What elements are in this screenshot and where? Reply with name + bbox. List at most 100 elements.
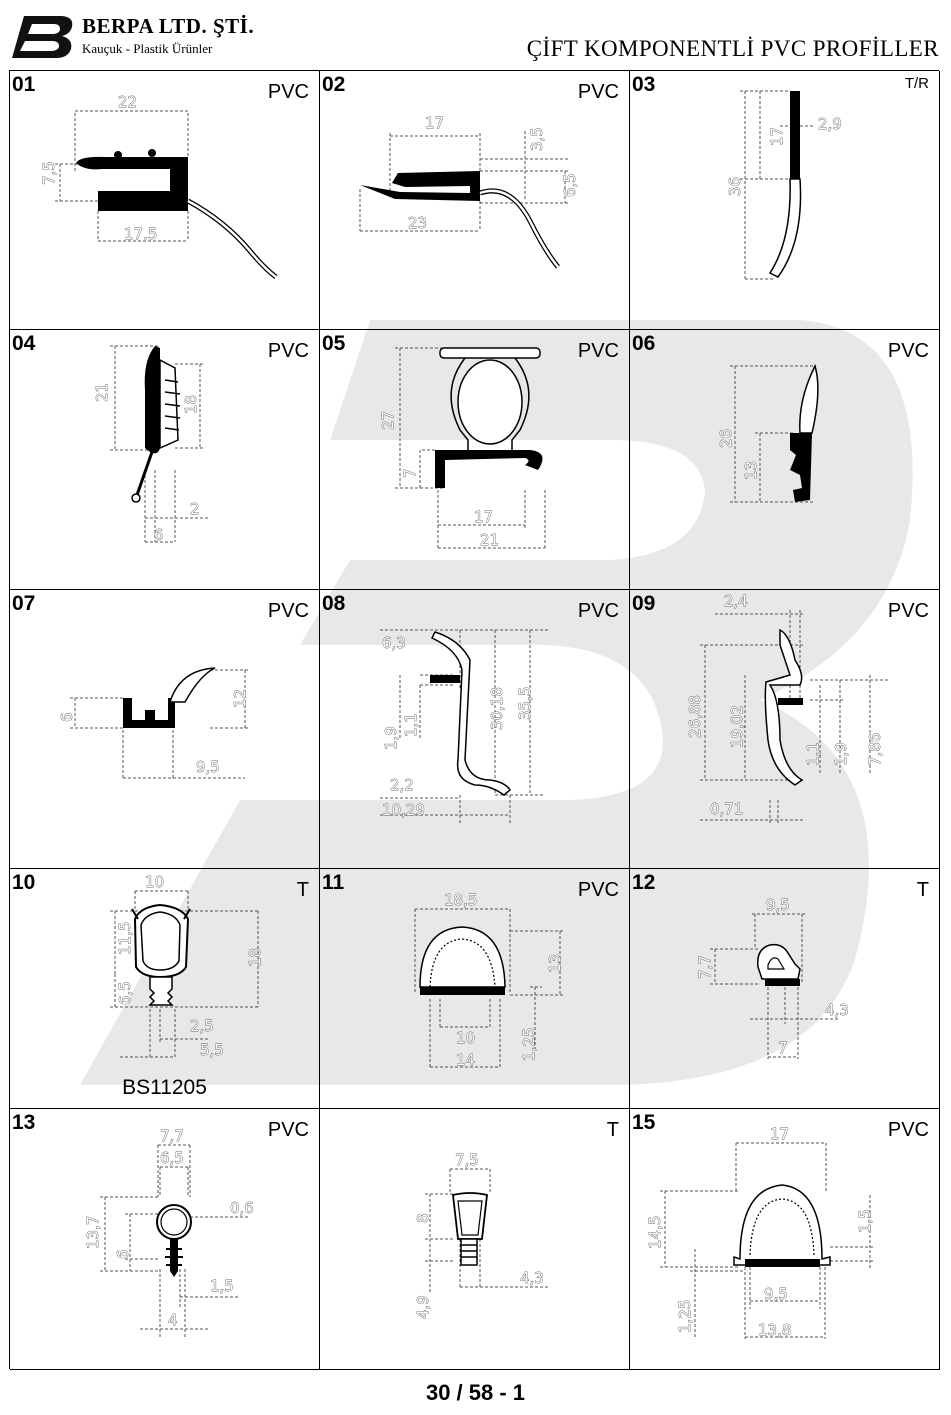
profile-cell: 10 T BS11205 10 11,5 18 6,5 2,5 5,5 xyxy=(10,869,320,1109)
profile-number: 04 xyxy=(12,332,36,355)
dimension-label: 2,9 xyxy=(818,115,842,133)
dimension-label: 1,25 xyxy=(520,1028,538,1061)
dimension-label: 2,4 xyxy=(724,592,748,610)
dimension-label: 4,9 xyxy=(414,1295,432,1319)
profile-cell: 05 PVC 27 7 17 21 xyxy=(320,330,630,590)
profile-material: PVC xyxy=(267,81,309,103)
profile-material: T xyxy=(916,879,929,901)
dimension-label: 4,3 xyxy=(825,1001,849,1019)
profile-number: 09 xyxy=(632,592,656,615)
profile-cell: 06 PVC 26 13 xyxy=(630,330,940,590)
profile-material: PVC xyxy=(267,600,309,622)
profile-number: 06 xyxy=(632,332,656,355)
profile-drawing: 9,5 7,7 4,3 7 xyxy=(696,896,849,1059)
company-subtitle: Kauçuk - Plastik Ürünler xyxy=(82,41,213,56)
dimension-label: 6 xyxy=(58,712,76,722)
dimension-label: 26 xyxy=(717,429,735,448)
profile-cell: 04 PVC 21 18 2 6 xyxy=(10,330,320,590)
dimension-label: 4 xyxy=(168,1311,178,1329)
dimension-label: 6 xyxy=(114,1249,132,1259)
profile-material: T xyxy=(606,1119,619,1141)
dimension-label: 3,5 xyxy=(528,127,546,151)
dimension-label: 14,5 xyxy=(646,1216,664,1249)
profile-number: 10 xyxy=(12,871,36,894)
dimension-label: 7,5 xyxy=(455,1151,479,1169)
profile-material: PVC xyxy=(267,340,309,362)
profile-drawing: 17 3,5 6,5 23 xyxy=(359,114,579,269)
profile-cell: 07 PVC 6 12 9,5 xyxy=(10,590,320,869)
dimension-label: 11,5 xyxy=(116,922,134,955)
profile-cell: 03 T/R 2,9 17 36 xyxy=(630,71,940,330)
profile-number: 15 xyxy=(632,1111,656,1134)
profile-caption: BS11205 xyxy=(122,1076,207,1099)
profile-material: PVC xyxy=(887,1119,929,1141)
dimension-label: 7,7 xyxy=(160,1127,184,1145)
dimension-label: 10,29 xyxy=(382,801,425,819)
dimension-label: 23 xyxy=(408,214,427,232)
profile-drawing: 21 18 2 6 xyxy=(93,345,210,544)
profile-material: PVC xyxy=(887,340,929,362)
dimension-label: 2,5 xyxy=(190,1017,214,1035)
dimension-label: 27 xyxy=(379,411,397,430)
profile-number: 03 xyxy=(632,73,656,96)
profile-drawing: 26 13 xyxy=(717,363,819,503)
profile-number: 12 xyxy=(632,871,656,894)
profile-cell: 12 T 9,5 7,7 4,3 7 xyxy=(630,869,940,1109)
profile-cell: 09 PVC 2,4 26,88 19,02 1,1 1,9 7,86 0,71 xyxy=(630,590,940,869)
profile-material: PVC xyxy=(267,1119,309,1141)
profile-drawing: 18,5 13 10 1,25 14 xyxy=(414,891,565,1069)
dimension-label: 22 xyxy=(118,93,137,111)
dimension-label: 13,7 xyxy=(84,1216,102,1249)
dimension-label: 6,5 xyxy=(160,1149,184,1167)
dimension-label: 1,9 xyxy=(382,726,400,750)
page-title: ÇİFT KOMPONENTLİ PVC PROFİLLER xyxy=(526,36,939,61)
profile-number: 08 xyxy=(322,592,346,615)
dimension-label: 12 xyxy=(231,689,249,708)
profile-drawing: 10 11,5 18 6,5 2,5 5,5 xyxy=(110,873,264,1059)
profile-number: 13 xyxy=(12,1111,36,1134)
dimension-label: 1,1 xyxy=(402,713,420,737)
profile-cell: 13 PVC 7,7 6,5 0,6 13,7 6 1,5 4 xyxy=(10,1109,320,1370)
profile-drawing: 2,4 26,88 19,02 1,1 1,9 7,86 0,71 xyxy=(686,592,890,825)
profile-number: 02 xyxy=(322,73,346,96)
dimension-label: 36 xyxy=(726,177,744,196)
dimension-label: 1,25 xyxy=(676,1300,694,1333)
dimension-label: 13,8 xyxy=(758,1321,791,1339)
profile-cell: T 7,5 8 4,3 4,9 xyxy=(320,1109,630,1370)
profile-material: T/R xyxy=(904,75,929,92)
dimension-label: 2,2 xyxy=(390,776,414,794)
dimension-label: 7 xyxy=(778,1039,788,1057)
dimension-label: 0,71 xyxy=(710,800,743,818)
profile-number: 05 xyxy=(322,332,346,355)
dimension-label: 1,9 xyxy=(832,742,850,766)
dimension-label: 9,5 xyxy=(766,896,790,914)
dimension-label: 7 xyxy=(401,468,419,478)
profile-cell: 11 PVC 18,5 13 10 1,25 14 xyxy=(320,869,630,1109)
dimension-label: 2 xyxy=(190,500,200,518)
dimension-label: 1,5 xyxy=(856,1209,874,1233)
profile-number: 07 xyxy=(12,592,36,615)
dimension-label: 9,5 xyxy=(196,758,220,776)
dimension-label: 17,5 xyxy=(124,225,157,243)
dimension-label: 5,5 xyxy=(200,1041,224,1059)
dimension-label: 30,18 xyxy=(488,687,506,730)
profile-number: 11 xyxy=(322,871,345,894)
dimension-label: 21 xyxy=(480,531,499,549)
dimension-label: 18 xyxy=(246,948,264,967)
dimension-label: 18,5 xyxy=(444,891,477,909)
profile-material: PVC xyxy=(577,600,619,622)
profile-drawing: 6,3 30,18 35,5 1,9 1,1 2,2 10,29 xyxy=(380,629,550,825)
profile-drawing: 27 7 17 21 xyxy=(379,347,546,550)
profile-drawing: 6 12 9,5 xyxy=(58,667,250,780)
dimension-label: 10 xyxy=(145,873,164,891)
profile-drawing: 7,5 8 4,3 4,9 xyxy=(414,1151,550,1319)
dimension-label: 6,3 xyxy=(382,634,406,652)
dimension-label: 19,02 xyxy=(728,705,746,748)
dimension-label: 17 xyxy=(770,1125,789,1143)
dimension-label: 21 xyxy=(93,383,111,402)
profile-grid: 01 PVC 22 7,5 17,5 02 PVC 17 3,5 6,5 23 xyxy=(9,70,940,1370)
page-number: 30 / 58 - 1 xyxy=(425,1380,526,1405)
dimension-label: 4,3 xyxy=(520,1269,544,1287)
company-name: BERPA LTD. ŞTİ. xyxy=(82,14,255,38)
